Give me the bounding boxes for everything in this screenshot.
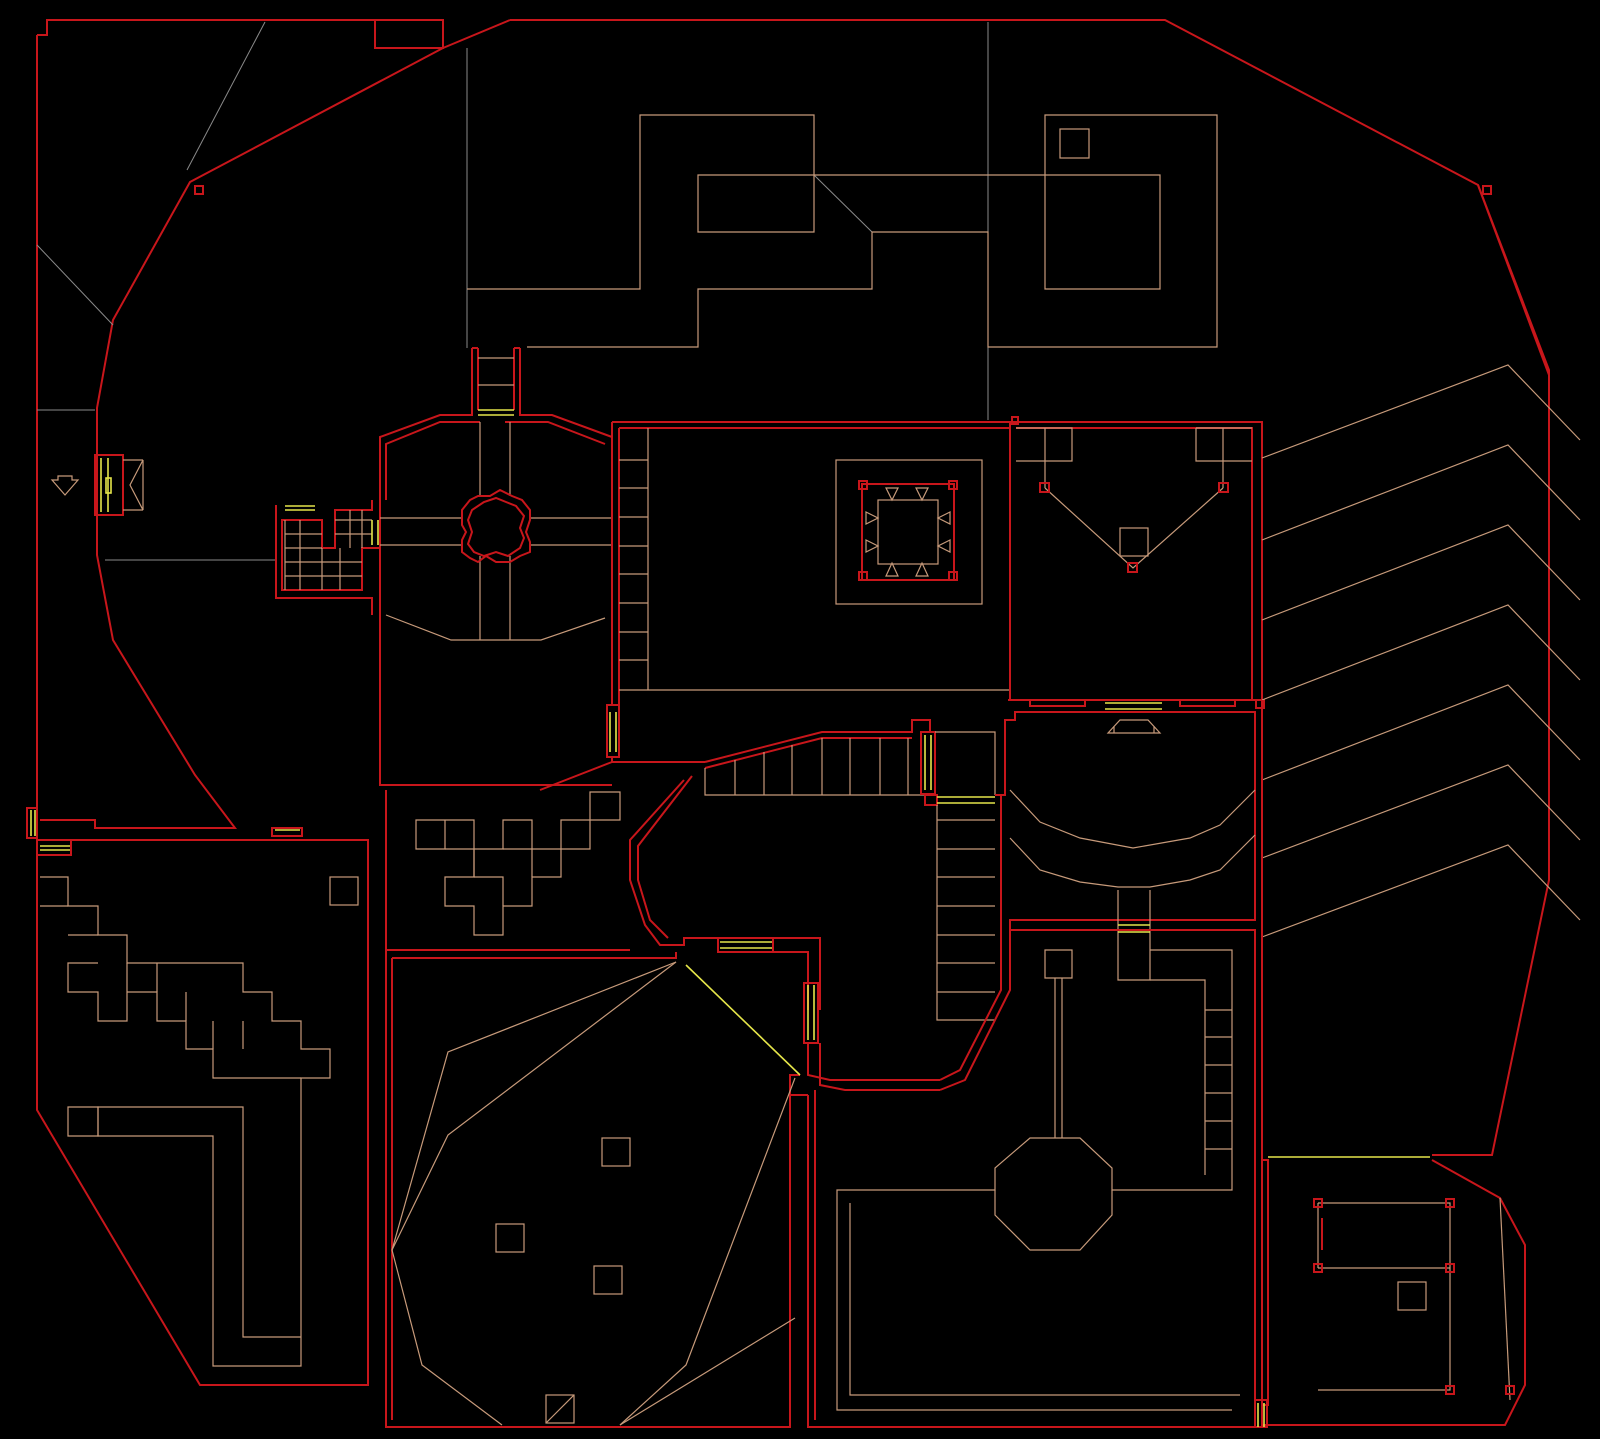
central-room bbox=[606, 421, 1011, 763]
markers bbox=[194, 185, 1492, 195]
hub-west-annex bbox=[275, 500, 380, 615]
outer-walls bbox=[36, 19, 1550, 1386]
far-se-room bbox=[1254, 1156, 1526, 1428]
player-arrow-icon bbox=[50, 475, 80, 496]
ne-room bbox=[1009, 416, 1265, 734]
east-curved-room bbox=[1009, 789, 1256, 981]
east-stairs bbox=[1261, 364, 1581, 1161]
se-room bbox=[807, 929, 1263, 1428]
middle-stairs bbox=[704, 711, 1256, 1091]
sw-doors bbox=[26, 807, 303, 856]
checker-room bbox=[380, 761, 630, 951]
south-center-room bbox=[385, 950, 808, 1428]
center-hall bbox=[629, 775, 940, 1091]
grey-lines bbox=[36, 21, 989, 561]
west-door bbox=[94, 454, 144, 516]
hub-room bbox=[379, 347, 613, 786]
top-rooms bbox=[467, 114, 1218, 348]
sw-room bbox=[40, 876, 359, 1367]
